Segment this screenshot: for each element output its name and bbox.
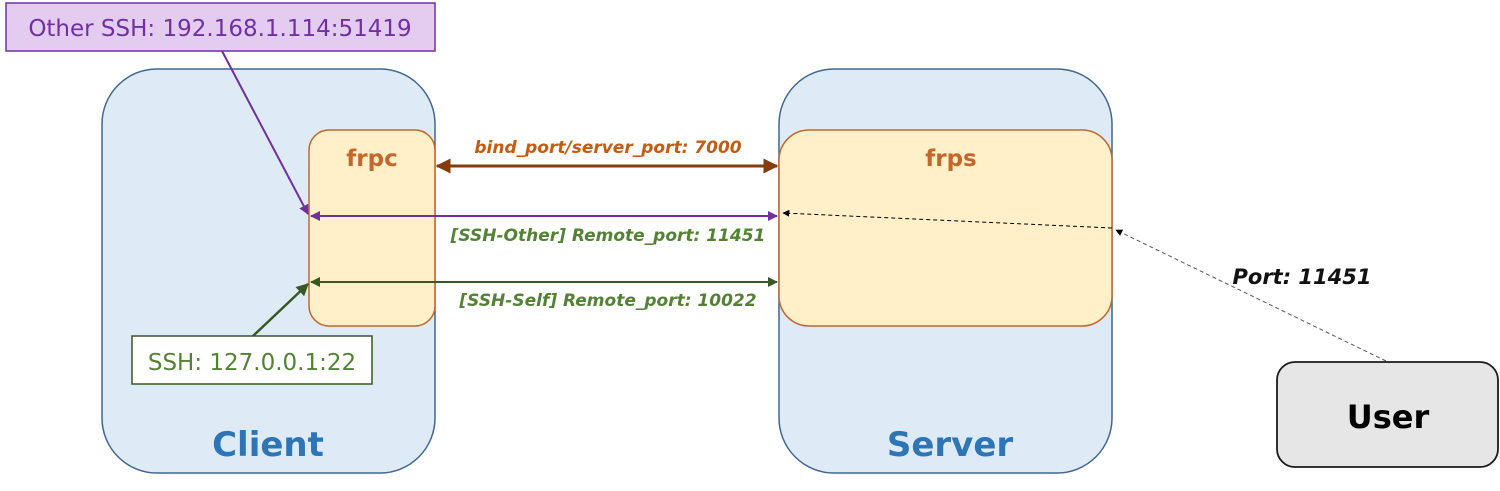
edge-user: Port: 11451 [1115, 229, 1387, 362]
user-node: User [1276, 361, 1499, 468]
edge-ssh-other: [SSH-Other] Remote_port: 11451 [310, 211, 778, 246]
local-ssh-connector [252, 283, 309, 337]
user-port-label: Port: 11451 [1233, 265, 1372, 289]
ssh-other-edge-label: [SSH-Other] Remote_port: 11451 [450, 226, 766, 246]
client-label: Client [212, 425, 324, 465]
ssh-self-edge-label: [SSH-Self] Remote_port: 10022 [458, 291, 756, 311]
frpc-label: frpc [346, 146, 397, 172]
other-ssh-label: Other SSH: 192.168.1.114:51419 [28, 16, 411, 42]
frps-label: frps [925, 146, 977, 172]
frpc-node: frpc [308, 129, 436, 327]
control-edge-label: bind_port/server_port: 7000 [474, 138, 741, 158]
edge-control: bind_port/server_port: 7000 [435, 138, 779, 174]
server-label: Server [887, 425, 1014, 465]
frps-forward-dashed-arrow [782, 209, 1113, 229]
other-ssh-node: Other SSH: 192.168.1.114:51419 [5, 2, 436, 215]
edge-ssh-self: [SSH-Self] Remote_port: 10022 [310, 277, 778, 311]
other-ssh-connector [221, 50, 309, 215]
user-label: User [1347, 398, 1430, 436]
local-ssh-node: SSH: 127.0.0.1:22 [131, 283, 373, 385]
frps-node: frps [778, 129, 1113, 327]
user-dashed-arrow [1115, 229, 1387, 362]
local-ssh-label: SSH: 127.0.0.1:22 [148, 350, 356, 376]
